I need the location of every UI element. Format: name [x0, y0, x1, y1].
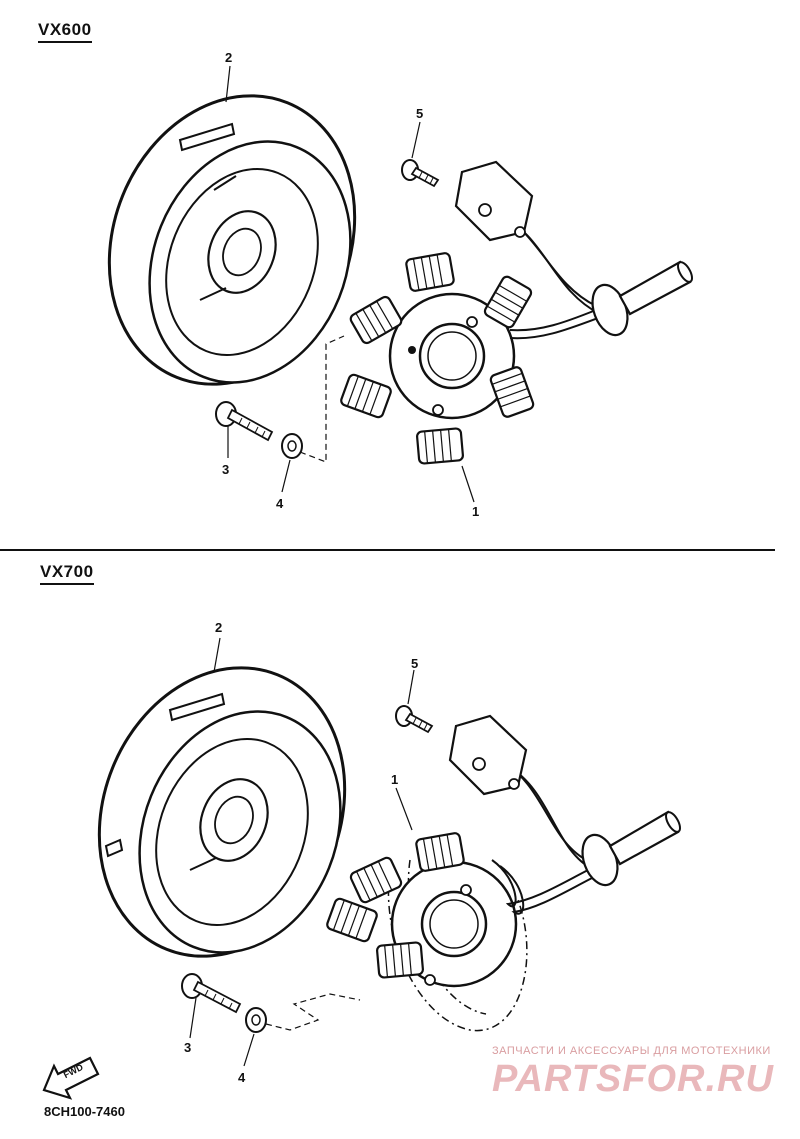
- watermark-tagline: ЗАПЧАСТИ И АКСЕССУАРЫ ДЛЯ МОТОТЕХНИКИ: [492, 1045, 771, 1057]
- vx600-callout-4: 4: [276, 496, 284, 511]
- vx700-wire-harness: [491, 759, 681, 915]
- vx700-callout-5: 5: [411, 656, 419, 671]
- vx600-stator: [338, 251, 536, 465]
- vx700-callout-3: 3: [184, 1040, 192, 1055]
- vx600-connector: [454, 160, 534, 242]
- vx700-callout-2: 2: [215, 620, 223, 635]
- fwd-arrow-icon: [42, 1056, 100, 1100]
- vx600-washer: [281, 433, 303, 459]
- vx700-connector: [448, 714, 528, 796]
- vx600-bolt: [215, 401, 274, 442]
- section-title-vx700: VX700: [40, 562, 94, 585]
- vx700-leader-lines: [189, 637, 415, 1067]
- vx700-stator: [324, 831, 528, 1032]
- vx700-callout-4: 4: [238, 1070, 246, 1085]
- vx700-flywheel: [97, 666, 347, 958]
- vx600-callout-5: 5: [416, 106, 424, 121]
- vx600-callout-3: 3: [222, 462, 230, 477]
- vx700-bolt: [181, 973, 242, 1014]
- vx700-screw: [395, 705, 434, 734]
- vx600-callout-2: 2: [225, 50, 233, 65]
- watermark-brand-logo: PARTSFOR.RU: [492, 1058, 774, 1100]
- vx600-callout-1: 1: [472, 504, 480, 519]
- vx700-washer: [245, 1007, 267, 1033]
- section-divider: [0, 549, 775, 551]
- vx700-callout-1: 1: [391, 772, 399, 787]
- vx600-wire-harness: [489, 207, 693, 340]
- vx600-screw: [401, 159, 440, 188]
- section-title-vx600: VX600: [38, 20, 92, 43]
- vx600-flywheel: [107, 94, 357, 386]
- vx600-leader-lines: [225, 65, 475, 503]
- diagram-part-code: 8CH100-7460: [44, 1104, 125, 1119]
